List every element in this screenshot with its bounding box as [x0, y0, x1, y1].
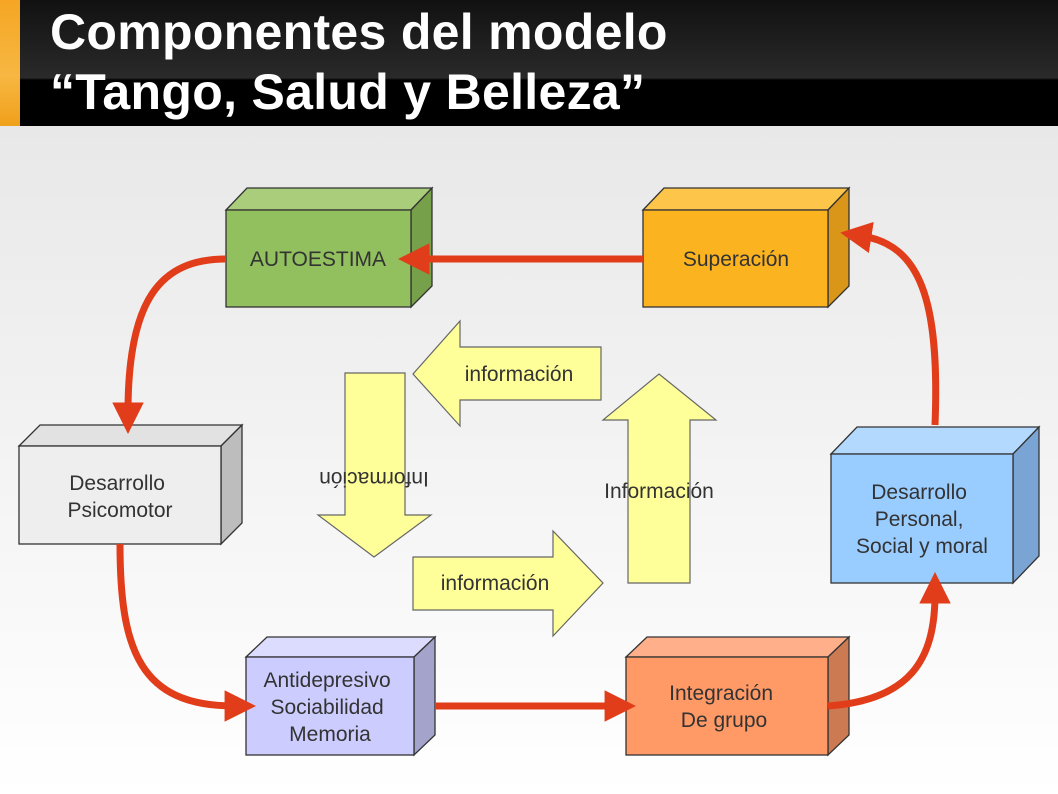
label-psicomotor: Desarrollo Psicomotor — [67, 472, 172, 522]
info-label-left: información — [465, 363, 574, 386]
accent-bar — [0, 0, 20, 126]
title-bar — [0, 0, 1058, 126]
arrow-autoestima-to-psicomotor — [112, 255, 227, 435]
arrow-integracion-to-personal — [827, 571, 951, 710]
info-arrow-left — [412, 319, 602, 428]
arrow-personal-to-superacion — [840, 221, 940, 426]
info-arrow-down — [316, 372, 433, 558]
label-antidepresivo: Antidepresivo Sociabilidad Memoria — [263, 669, 396, 746]
info-arrow-right — [412, 529, 604, 638]
box-integracion — [624, 635, 851, 757]
title-line-1: Componentes del modelo — [50, 4, 668, 60]
info-arrow-up — [601, 373, 718, 584]
label-integracion: Integración De grupo — [669, 682, 779, 732]
info-label-up: Información — [604, 480, 714, 503]
slide-title: Componentes del modelo “Tango, Salud y B… — [50, 2, 668, 122]
box-personal — [829, 425, 1041, 585]
arrow-psicomotor-to-antidepresivo — [116, 543, 257, 722]
title-line-2: “Tango, Salud y Belleza” — [50, 64, 646, 120]
info-label-right: información — [441, 572, 550, 595]
label-personal: Desarrollo Personal, Social y moral — [856, 481, 988, 558]
box-superacion — [641, 186, 851, 309]
box-antidepresivo — [244, 635, 437, 757]
info-label-down: Información — [319, 467, 429, 490]
label-superacion: Superación — [683, 248, 789, 271]
label-autoestima: AUTOESTIMA — [250, 248, 386, 271]
box-psicomotor — [17, 423, 244, 546]
